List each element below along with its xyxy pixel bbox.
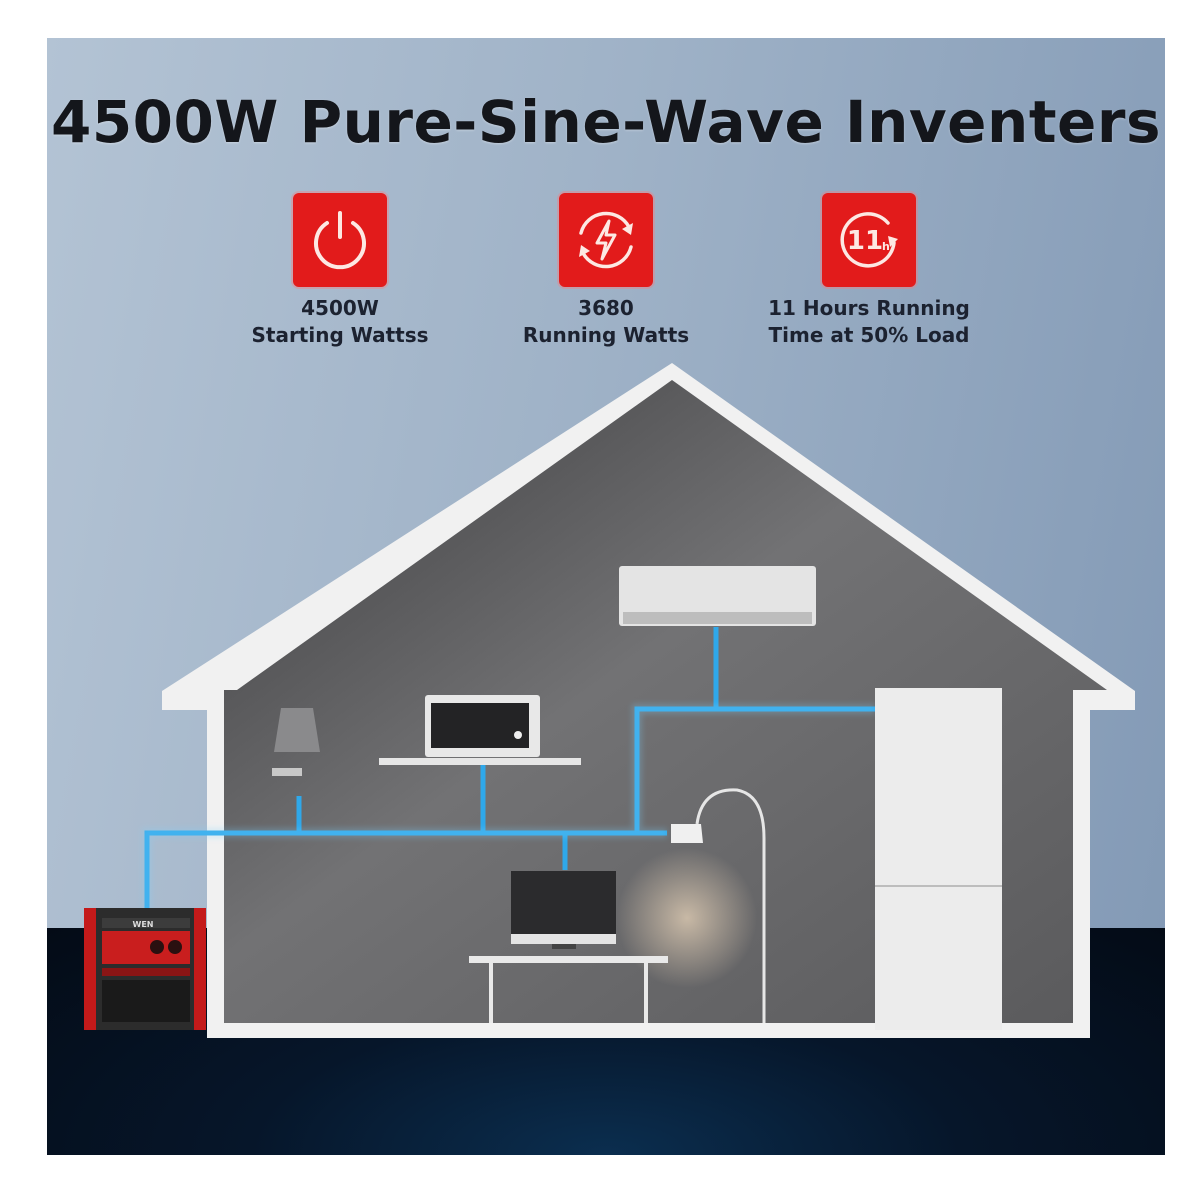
11-hours-clock-icon: 11 h: [822, 193, 916, 287]
monitor-icon: [511, 871, 616, 949]
feature-caption: Time at 50% Load: [768, 323, 970, 347]
feature-caption: Starting Wattss: [251, 323, 429, 347]
desk: [469, 956, 668, 1023]
feature-starting-watts: 4500W Starting Wattss: [220, 193, 460, 349]
wall-lamp-icon: [272, 708, 320, 776]
lightning-cycle-icon: [559, 193, 653, 287]
refrigerator-icon: [875, 688, 1002, 1030]
shelf: [379, 758, 581, 765]
feature-value: 11 Hours Running: [768, 296, 970, 320]
svg-text:h: h: [882, 240, 890, 253]
power-icon: [293, 193, 387, 287]
generator-icon: WEN: [84, 908, 206, 1030]
feature-value: 3680: [578, 296, 634, 320]
floor-lamp-icon: [695, 788, 766, 1023]
air-conditioner-icon: [619, 566, 816, 626]
house-scene: WEN: [84, 363, 1135, 1038]
feature-running-watts: 3680 Running Watts: [486, 193, 726, 349]
product-banner: 4500W Pure-Sine-Wave Inventers 4500W Sta…: [47, 38, 1165, 1155]
feature-caption: Running Watts: [522, 323, 690, 347]
headline: 4500W Pure-Sine-Wave Inventers: [50, 88, 1162, 156]
svg-text:WEN: WEN: [133, 920, 154, 929]
feature-running-time: 11 h 11 Hours Running Time at 50% Load: [749, 193, 989, 349]
svg-text:11: 11: [847, 226, 883, 256]
feature-value: 4500W: [301, 296, 379, 320]
microwave-icon: [425, 695, 540, 757]
